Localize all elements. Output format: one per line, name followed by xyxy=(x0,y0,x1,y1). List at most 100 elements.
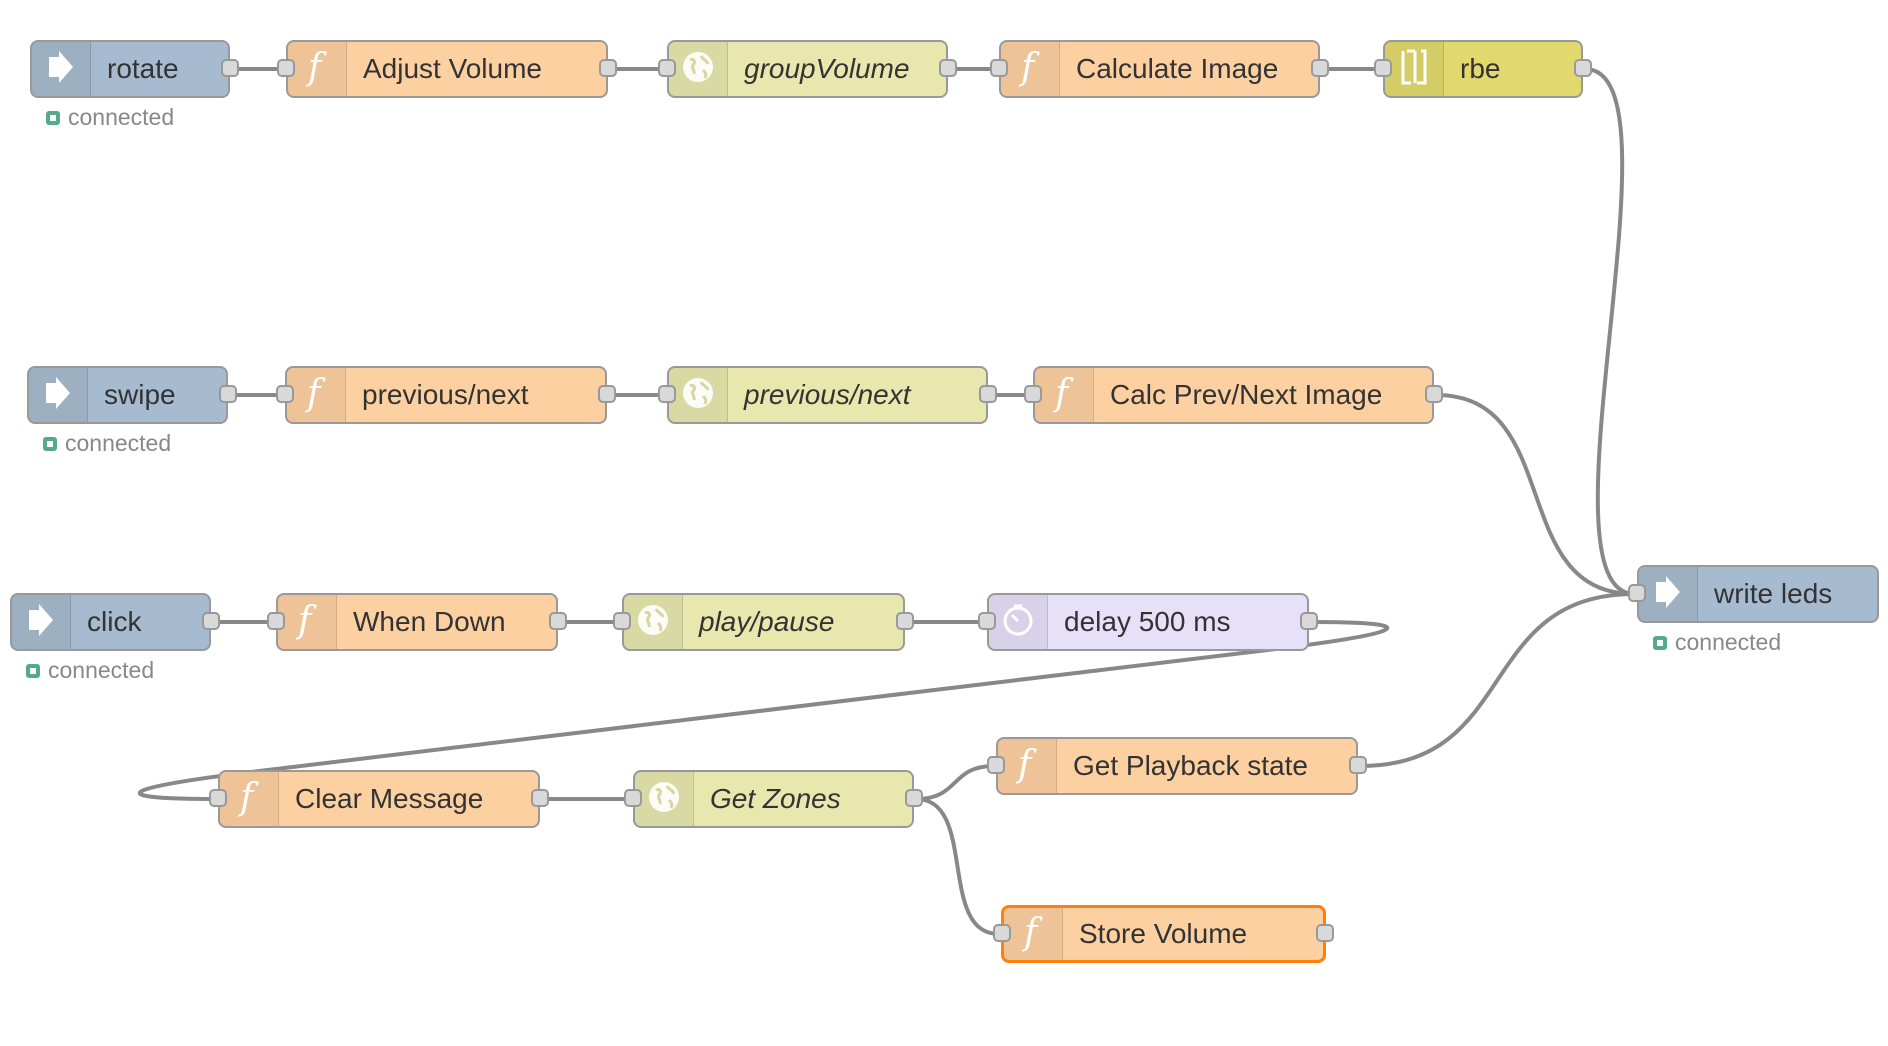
output-port[interactable] xyxy=(549,612,567,630)
node-label: play/pause xyxy=(699,606,835,637)
wire-calc-prev-next-to-write-leds[interactable] xyxy=(1435,393,1636,596)
node-icon-box: f xyxy=(1001,42,1060,96)
output-port[interactable] xyxy=(202,612,220,630)
node-icon-box xyxy=(29,368,88,422)
node-delay[interactable]: delay 500 ms xyxy=(978,593,1318,651)
input-port[interactable] xyxy=(209,789,227,807)
output-port[interactable] xyxy=(219,385,237,403)
svg-text:f: f xyxy=(1052,373,1074,413)
arrow-right-icon xyxy=(1654,574,1682,615)
globe-icon xyxy=(681,50,715,89)
output-port[interactable] xyxy=(979,385,997,403)
input-port[interactable] xyxy=(613,612,631,630)
wire-get-zones-to-get-playback[interactable] xyxy=(915,764,995,801)
node-rbe[interactable]: rbe xyxy=(1374,40,1592,98)
output-port[interactable] xyxy=(905,789,923,807)
input-port[interactable] xyxy=(658,385,676,403)
svg-text:f: f xyxy=(305,47,327,87)
globe-icon xyxy=(647,780,681,819)
node-click[interactable]: click xyxy=(10,593,220,651)
status-dot-icon xyxy=(1653,635,1667,650)
node-store-volume[interactable]: f Store Volume xyxy=(993,905,1334,963)
input-port[interactable] xyxy=(1374,59,1392,77)
output-port[interactable] xyxy=(1425,385,1443,403)
function-icon: f xyxy=(1020,912,1046,957)
node-icon-box xyxy=(32,42,91,96)
input-port[interactable] xyxy=(624,789,642,807)
input-port[interactable] xyxy=(658,59,676,77)
timer-icon xyxy=(1001,603,1035,642)
node-get-playback[interactable]: f Get Playback state xyxy=(987,737,1367,795)
status-dot-icon xyxy=(26,663,40,678)
node-play-pause[interactable]: play/pause xyxy=(613,593,914,651)
output-port[interactable] xyxy=(896,612,914,630)
svg-text:f: f xyxy=(304,373,326,413)
node-swipe[interactable]: swipe xyxy=(27,366,237,424)
wire-get-playback-to-write-leds[interactable] xyxy=(1359,592,1636,768)
output-port[interactable] xyxy=(1349,756,1367,774)
status-text: connected xyxy=(65,430,172,456)
arrow-right-icon xyxy=(47,49,75,90)
node-write-leds[interactable]: write leds xyxy=(1628,565,1879,623)
output-port[interactable] xyxy=(599,59,617,77)
node-adjust-volume[interactable]: f Adjust Volume xyxy=(277,40,617,98)
node-label: Clear Message xyxy=(295,783,484,814)
node-label: groupVolume xyxy=(744,53,910,84)
node-label: previous/next xyxy=(744,379,911,410)
filter-icon xyxy=(1399,47,1429,92)
output-port[interactable] xyxy=(598,385,616,403)
node-label: rotate xyxy=(107,53,179,84)
input-port[interactable] xyxy=(277,59,295,77)
output-port[interactable] xyxy=(531,789,549,807)
node-label: Calc Prev/Next Image xyxy=(1110,379,1383,410)
input-port[interactable] xyxy=(993,924,1011,942)
node-clear-message[interactable]: f Clear Message xyxy=(209,770,549,828)
output-port[interactable] xyxy=(221,59,239,77)
function-icon: f xyxy=(1051,373,1077,418)
node-calc-prev-next[interactable]: f Calc Prev/Next Image xyxy=(1024,366,1443,424)
input-port[interactable] xyxy=(276,385,294,403)
wire-delay-to-clear-message[interactable] xyxy=(137,620,1390,801)
input-port[interactable] xyxy=(267,612,285,630)
output-port[interactable] xyxy=(1316,924,1334,942)
output-port[interactable] xyxy=(939,59,957,77)
output-port[interactable] xyxy=(1311,59,1329,77)
input-port[interactable] xyxy=(987,756,1005,774)
node-icon-box xyxy=(12,595,71,649)
node-calculate-image[interactable]: f Calculate Image xyxy=(990,40,1329,98)
node-label: Adjust Volume xyxy=(363,53,542,84)
input-port[interactable] xyxy=(1628,584,1646,602)
node-status: connected xyxy=(26,657,154,684)
node-rotate[interactable]: rotate xyxy=(30,40,239,98)
input-port[interactable] xyxy=(978,612,996,630)
svg-text:f: f xyxy=(237,777,259,817)
node-group-volume[interactable]: groupVolume xyxy=(658,40,957,98)
wire-rbe-to-write-leds[interactable] xyxy=(1584,67,1636,596)
node-label: Store Volume xyxy=(1079,918,1248,949)
node-get-zones[interactable]: Get Zones xyxy=(624,770,923,828)
input-port[interactable] xyxy=(990,59,1008,77)
output-port[interactable] xyxy=(1574,59,1592,77)
output-port[interactable] xyxy=(1300,612,1318,630)
node-icon-box xyxy=(669,368,728,422)
node-label: write leds xyxy=(1714,578,1833,609)
node-icon-box xyxy=(669,42,728,96)
node-label: Calculate Image xyxy=(1076,53,1279,84)
input-port[interactable] xyxy=(1024,385,1042,403)
node-previous-next-http[interactable]: previous/next xyxy=(658,366,997,424)
node-icon-box: f xyxy=(998,739,1057,793)
node-icon-box: f xyxy=(220,772,279,826)
node-icon-box: f xyxy=(1004,908,1063,960)
function-icon: f xyxy=(1014,744,1040,789)
node-label: Get Playback state xyxy=(1073,750,1309,781)
svg-text:f: f xyxy=(1015,744,1037,784)
svg-text:f: f xyxy=(295,600,317,640)
function-icon: f xyxy=(294,600,320,645)
node-icon-box xyxy=(624,595,683,649)
wire-get-zones-to-store-volume[interactable] xyxy=(915,797,1000,936)
status-dot-icon xyxy=(43,436,57,451)
node-label: delay 500 ms xyxy=(1064,606,1231,637)
